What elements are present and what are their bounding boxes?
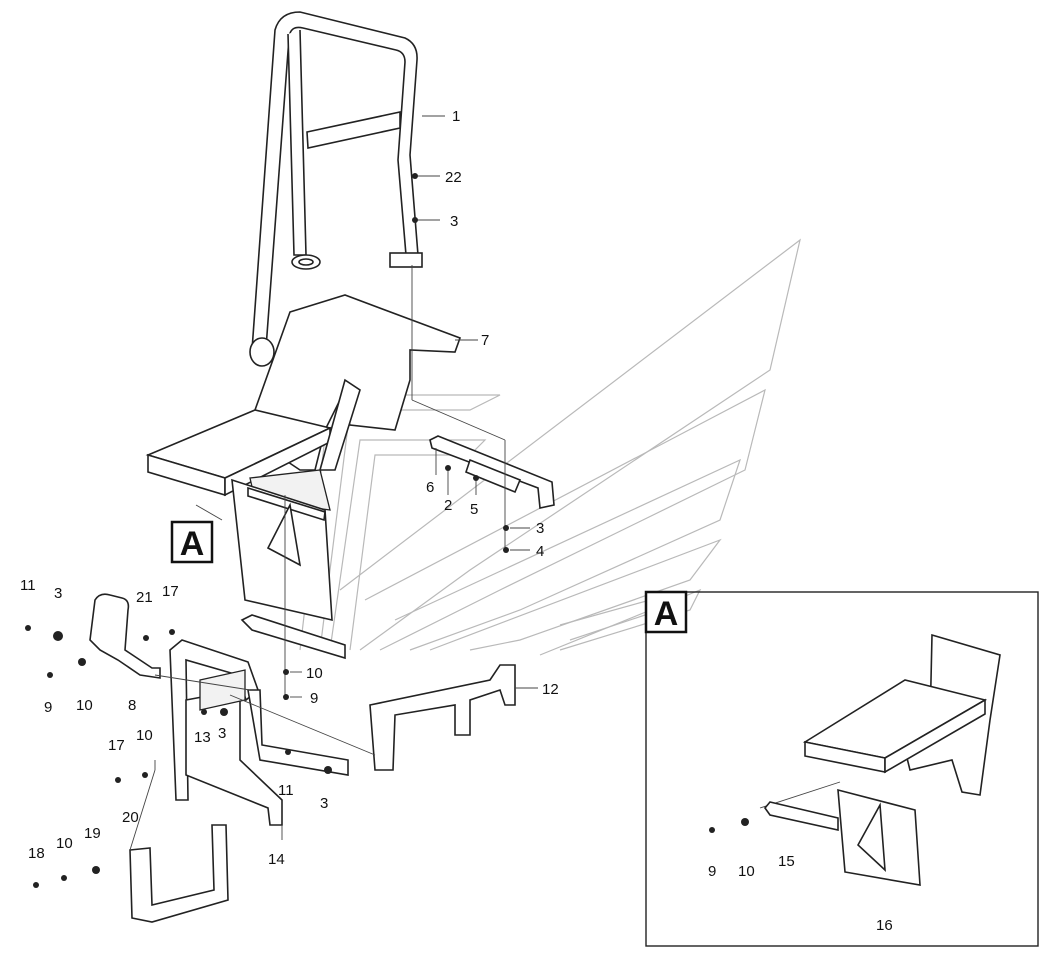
part-number-labels: 1 22 3 7 6 2 5 3 4 11 3 21 17 9 10 8 10 …: [20, 108, 893, 934]
step-part: [129, 824, 229, 923]
part-number-10: 10: [306, 665, 323, 682]
part-number-11: 11: [20, 577, 36, 594]
part-number-3: 3: [218, 725, 226, 742]
part-number-6: 6: [426, 479, 434, 496]
detail-view-label: A: [654, 595, 679, 633]
part-number-9: 9: [44, 699, 52, 716]
part-number-10: 10: [738, 863, 755, 880]
part-number-17: 17: [162, 583, 179, 600]
fasteners: [25, 173, 749, 888]
part-number-9: 9: [708, 863, 716, 880]
part-number-8: 8: [128, 697, 136, 714]
step-frame-part: [169, 614, 349, 826]
part-number-10: 10: [136, 727, 153, 744]
part-number-19: 19: [84, 825, 101, 842]
part-number-10: 10: [76, 697, 93, 714]
small-handle-part: [89, 593, 161, 679]
part-number-3: 3: [54, 585, 62, 602]
part-number-9: 9: [310, 690, 318, 707]
fender-seat-part: [145, 294, 462, 511]
upper-bracket-part: [429, 435, 555, 509]
part-number-3: 3: [450, 213, 458, 230]
part-number-4: 4: [536, 543, 544, 560]
part-number-13: 13: [194, 729, 211, 746]
mudflap-part: [231, 478, 333, 622]
part-number-11: 11: [278, 782, 294, 799]
part-number-16: 16: [876, 917, 893, 934]
part-number-21: 21: [136, 589, 153, 606]
part-number-3: 3: [320, 795, 328, 812]
part-number-10: 10: [56, 835, 73, 852]
watermark-logo: [299, 238, 801, 656]
handle-bar-part: [249, 11, 423, 367]
part-number-1: 1: [452, 108, 460, 125]
callout-a: A: [170, 520, 214, 564]
callout-a-label: A: [180, 525, 205, 563]
part-number-15: 15: [778, 853, 795, 870]
part-number-22: 22: [445, 169, 462, 186]
side-bracket-part: [369, 664, 516, 771]
part-number-20: 20: [122, 809, 139, 826]
part-number-2: 2: [444, 497, 452, 514]
part-number-18: 18: [28, 845, 45, 862]
part-number-17: 17: [108, 737, 125, 754]
detail-view-a: A: [644, 590, 1039, 947]
part-number-5: 5: [470, 501, 478, 518]
part-number-14: 14: [268, 851, 285, 868]
part-number-3: 3: [536, 520, 544, 537]
part-number-12: 12: [542, 681, 559, 698]
part-number-7: 7: [481, 332, 489, 349]
